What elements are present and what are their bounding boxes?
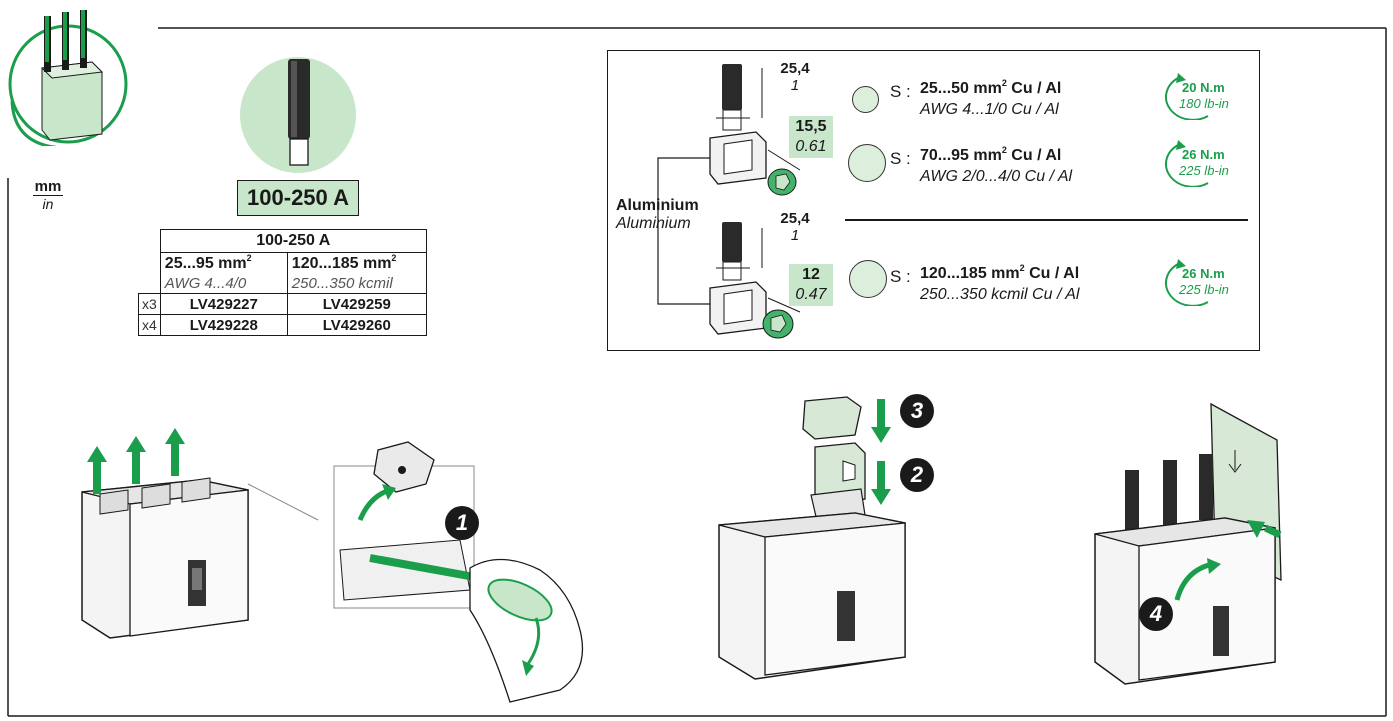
step-badge-2: 2 — [900, 458, 934, 492]
units-label: mm in — [28, 178, 68, 213]
hex-size-bottom: 12 0.47 — [789, 264, 833, 306]
cable-size-circle — [849, 260, 887, 298]
qty-cell: x4 — [138, 314, 161, 336]
torque-badge: 26 N.m 225 lb-in — [1164, 256, 1234, 306]
cable-end-icon — [240, 57, 356, 173]
cable-size-circle — [848, 144, 886, 182]
reference-table: 100-250 A 25...95 mm2 120...185 mm2 AWG … — [138, 229, 427, 336]
awg-col-1: AWG 4...4/0 — [159, 273, 288, 294]
cable-spec-2: S : 70...95 mm2 Cu / Al AWG 2/0...4/0 Cu… — [890, 145, 1073, 185]
ref-cell: LV429259 — [286, 293, 427, 315]
screwdriver-icon — [333, 441, 584, 703]
awg-col-2: 250...350 kcmil — [286, 273, 427, 294]
strip-length-bottom: 25,4 1 — [780, 210, 810, 244]
section-col-1: 25...95 mm2 — [159, 252, 288, 273]
ref-cell: LV429227 — [159, 293, 288, 315]
qty-cell: x3 — [138, 293, 161, 315]
cable-size-circle — [852, 86, 879, 113]
cable-terminal-icon — [8, 10, 128, 146]
phase-barrier-icon — [1094, 402, 1282, 685]
ref-cell: LV429228 — [159, 314, 288, 336]
torque-arrow-icon — [1165, 140, 1209, 187]
table-row: x4 LV429228 LV429260 — [138, 314, 427, 336]
section-col-2: 120...185 mm2 — [286, 252, 427, 273]
spec-box — [607, 50, 1260, 351]
spec-divider — [845, 219, 1248, 221]
step-badge-4: 4 — [1139, 597, 1173, 631]
lug-connector-icon — [657, 64, 801, 339]
torque-arrow-icon — [1165, 259, 1209, 306]
table-header: 100-250 A — [159, 229, 427, 253]
up-arrow-icon — [87, 428, 185, 494]
step-badge-3: 3 — [900, 394, 934, 428]
material-label: Aluminium Aluminium — [616, 197, 699, 232]
unit-in: in — [42, 196, 54, 212]
table-row: x3 LV429227 LV429259 — [138, 293, 427, 315]
breaker-icon — [81, 428, 319, 639]
down-arrow-icon — [871, 399, 891, 505]
strip-length-top: 25,4 1 — [780, 60, 810, 94]
lug-connector-icon — [718, 396, 906, 680]
rating-badge: 100-250 A — [237, 180, 359, 216]
cable-spec-3: S : 120...185 mm2 Cu / Al 250...350 kcmi… — [890, 263, 1080, 303]
hex-size-top: 15,5 0.61 — [789, 116, 833, 158]
step-badge-1: 1 — [445, 506, 479, 540]
left-arrow-icon — [1247, 520, 1282, 539]
unit-mm: mm — [32, 178, 64, 196]
torque-badge: 26 N.m 225 lb-in — [1164, 137, 1234, 187]
ref-cell: LV429260 — [286, 314, 427, 336]
torque-arrow-icon — [1165, 73, 1209, 120]
cable-spec-1: S : 25...50 mm2 Cu / Al AWG 4...1/0 Cu /… — [890, 78, 1062, 118]
torque-badge: 20 N.m 180 lb-in — [1164, 70, 1234, 120]
